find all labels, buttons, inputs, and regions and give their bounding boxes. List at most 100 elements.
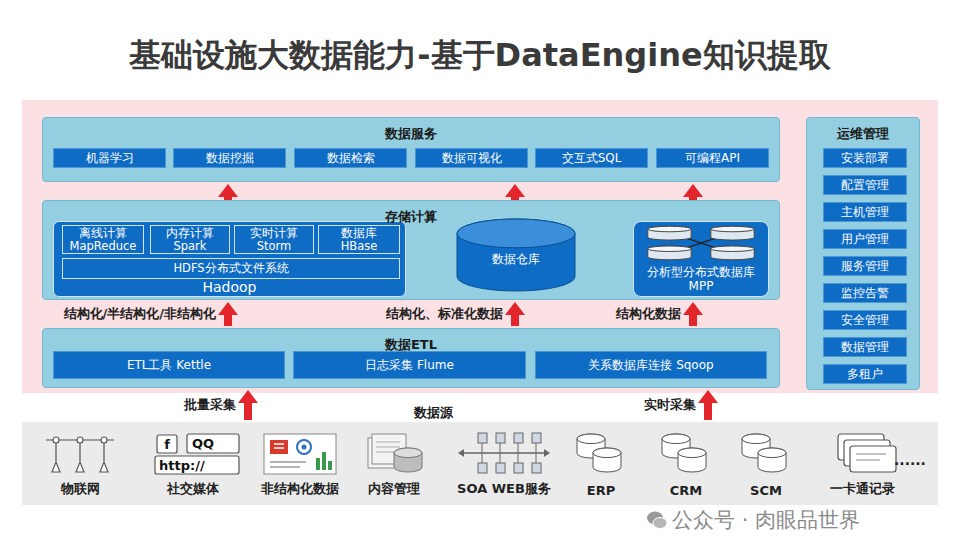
flow-arrow <box>698 390 718 420</box>
node-text: 用户管理 <box>841 231 889 248</box>
node-text: ERP <box>587 483 615 498</box>
node-icon <box>718 430 814 476</box>
layer-panel: 数据服务机器学习 数据挖掘 数据检索 数据可视化 交互式SQL 可编程API <box>42 117 780 182</box>
node-text: 机器学习 <box>86 150 134 167</box>
module-box: 监控告警 <box>823 283 907 303</box>
node-text: ETL工具 Kettle <box>127 357 211 374</box>
module-box: 用户管理 <box>823 229 907 249</box>
node-text: Hadoop <box>202 279 256 295</box>
warehouse-cylinder: 数据仓库 <box>456 218 576 292</box>
module-box: ETL工具 Kettle <box>53 351 285 379</box>
edge-label: 实时采集 <box>644 396 696 414</box>
node-text: 日志采集 Flume <box>365 357 454 374</box>
node-text: 主机管理 <box>841 204 889 221</box>
node-text: 监控告警 <box>841 285 889 302</box>
module-box: 主机管理 <box>823 202 907 222</box>
engine-box: 离线计算 MapReduce <box>62 225 144 254</box>
node-text: 安全管理 <box>841 312 889 329</box>
module-box: 安全管理 <box>823 310 907 330</box>
edge-label: 结构化、标准化数据 <box>386 305 503 323</box>
node-text: SOA WEB服务 <box>457 480 551 498</box>
node-text: 数据服务 <box>385 125 437 143</box>
node-icon <box>634 224 768 264</box>
module-box: 关系数据库连接 Sqoop <box>535 351 767 379</box>
diagram-title: 基础设施大数据能力-基于DataEngine知识提取 <box>0 34 960 78</box>
node-text: HDFS分布式文件系统 <box>173 262 288 275</box>
node-text: 数据库 HBase <box>324 227 394 253</box>
node-text: 非结构化数据 <box>261 480 339 498</box>
data-source: 物联网 <box>32 428 128 500</box>
module-box: 数据挖掘 <box>173 148 286 168</box>
flow-arrow <box>683 302 703 326</box>
node-text: 社交媒体 <box>167 480 219 498</box>
node-icon <box>32 430 128 476</box>
node-text: 可编程API <box>685 150 740 167</box>
node-text: 数据ETL <box>385 336 437 354</box>
node-text: 交互式SQL <box>562 150 622 167</box>
node-text: 一卡通记录 <box>830 480 895 498</box>
node-text: 安装部署 <box>841 150 889 167</box>
edge-label: 结构化数据 <box>616 305 681 323</box>
node-text: 数据管理 <box>841 339 889 356</box>
data-source: CRM <box>638 428 734 500</box>
watermark: 公众号 · 肉眼品世界 <box>672 506 860 534</box>
data-source: ERP <box>553 428 649 500</box>
icon-label: http:// <box>159 458 205 473</box>
module-box: 可编程API <box>656 148 769 168</box>
engine-box: 实时计算 Storm <box>234 225 314 254</box>
module-box: 安装部署 <box>823 148 907 168</box>
node-text: SCM <box>750 483 782 498</box>
mpp-database: 分析型分布式数据库 MPP <box>633 221 769 297</box>
flow-arrow <box>238 390 258 420</box>
data-source: SCM <box>718 428 814 500</box>
icon-label: QQ <box>192 436 214 451</box>
module-box: 服务管理 <box>823 256 907 276</box>
flow-arrow <box>505 302 525 326</box>
module-box: HDFS分布式文件系统 <box>62 258 400 279</box>
module-box: 配置管理 <box>823 175 907 195</box>
module-box: 交互式SQL <box>535 148 648 168</box>
node-text: 数据检索 <box>327 150 375 167</box>
node-text: 物联网 <box>61 480 100 498</box>
layer-panel: 存储计算 Hadoop 离线计算 MapReduce 内存计算 Spark 实时计算 S… <box>42 200 780 300</box>
node-icon <box>553 430 649 476</box>
module-box: 数据管理 <box>823 337 907 357</box>
node-icon <box>448 430 560 476</box>
node-text: 数据源 <box>414 404 453 422</box>
node-text: 数据可视化 <box>442 150 502 167</box>
layer-panel: 数据ETL ETL工具 Kettle 日志采集 Flume 关系数据库连接 Sqoop <box>42 328 780 388</box>
node-text: CRM <box>670 483 703 498</box>
node-text: 内存计算 Spark <box>155 227 225 253</box>
data-source: 非结构化数据 <box>252 428 348 500</box>
module-box: 数据检索 <box>294 148 407 168</box>
edge-label: 批量采集 <box>184 396 236 414</box>
wechat-icon <box>646 509 668 531</box>
node-text: 关系数据库连接 Sqoop <box>588 357 713 374</box>
node-text: 数据挖掘 <box>206 150 254 167</box>
data-source: SOA WEB服务 <box>448 428 560 500</box>
node-text: 离线计算 MapReduce <box>68 227 138 253</box>
module-box: 机器学习 <box>53 148 166 168</box>
flow-arrow <box>218 302 238 326</box>
icon-label: ...... <box>894 452 926 468</box>
layer-panel: 运维管理安装部署配置管理主机管理用户管理服务管理监控告警安全管理数据管理多租户 <box>806 117 920 390</box>
node-icon <box>638 430 734 476</box>
node-icon <box>252 430 348 476</box>
node-text: 多租户 <box>847 366 883 383</box>
node-text: 运维管理 <box>837 125 889 143</box>
node-text: 分析型分布式数据库 MPP <box>639 265 763 293</box>
node-text: 存储计算 <box>385 208 437 226</box>
engine-box: 数据库 HBase <box>318 225 400 254</box>
node-text: 服务管理 <box>841 258 889 275</box>
icon-label: f <box>164 437 170 452</box>
edge-label: 结构化/半结构化/非结构化 <box>64 305 217 323</box>
node-text: 内容管理 <box>368 480 420 498</box>
hadoop-cluster: Hadoop 离线计算 MapReduce 内存计算 Spark 实时计算 Storm… <box>53 221 406 297</box>
node-text: 配置管理 <box>841 177 889 194</box>
node-text: 实时计算 Storm <box>239 227 309 253</box>
module-box: 日志采集 Flume <box>293 351 526 379</box>
node-text: 数据仓库 <box>492 251 540 268</box>
engine-box: 内存计算 Spark <box>150 225 230 254</box>
